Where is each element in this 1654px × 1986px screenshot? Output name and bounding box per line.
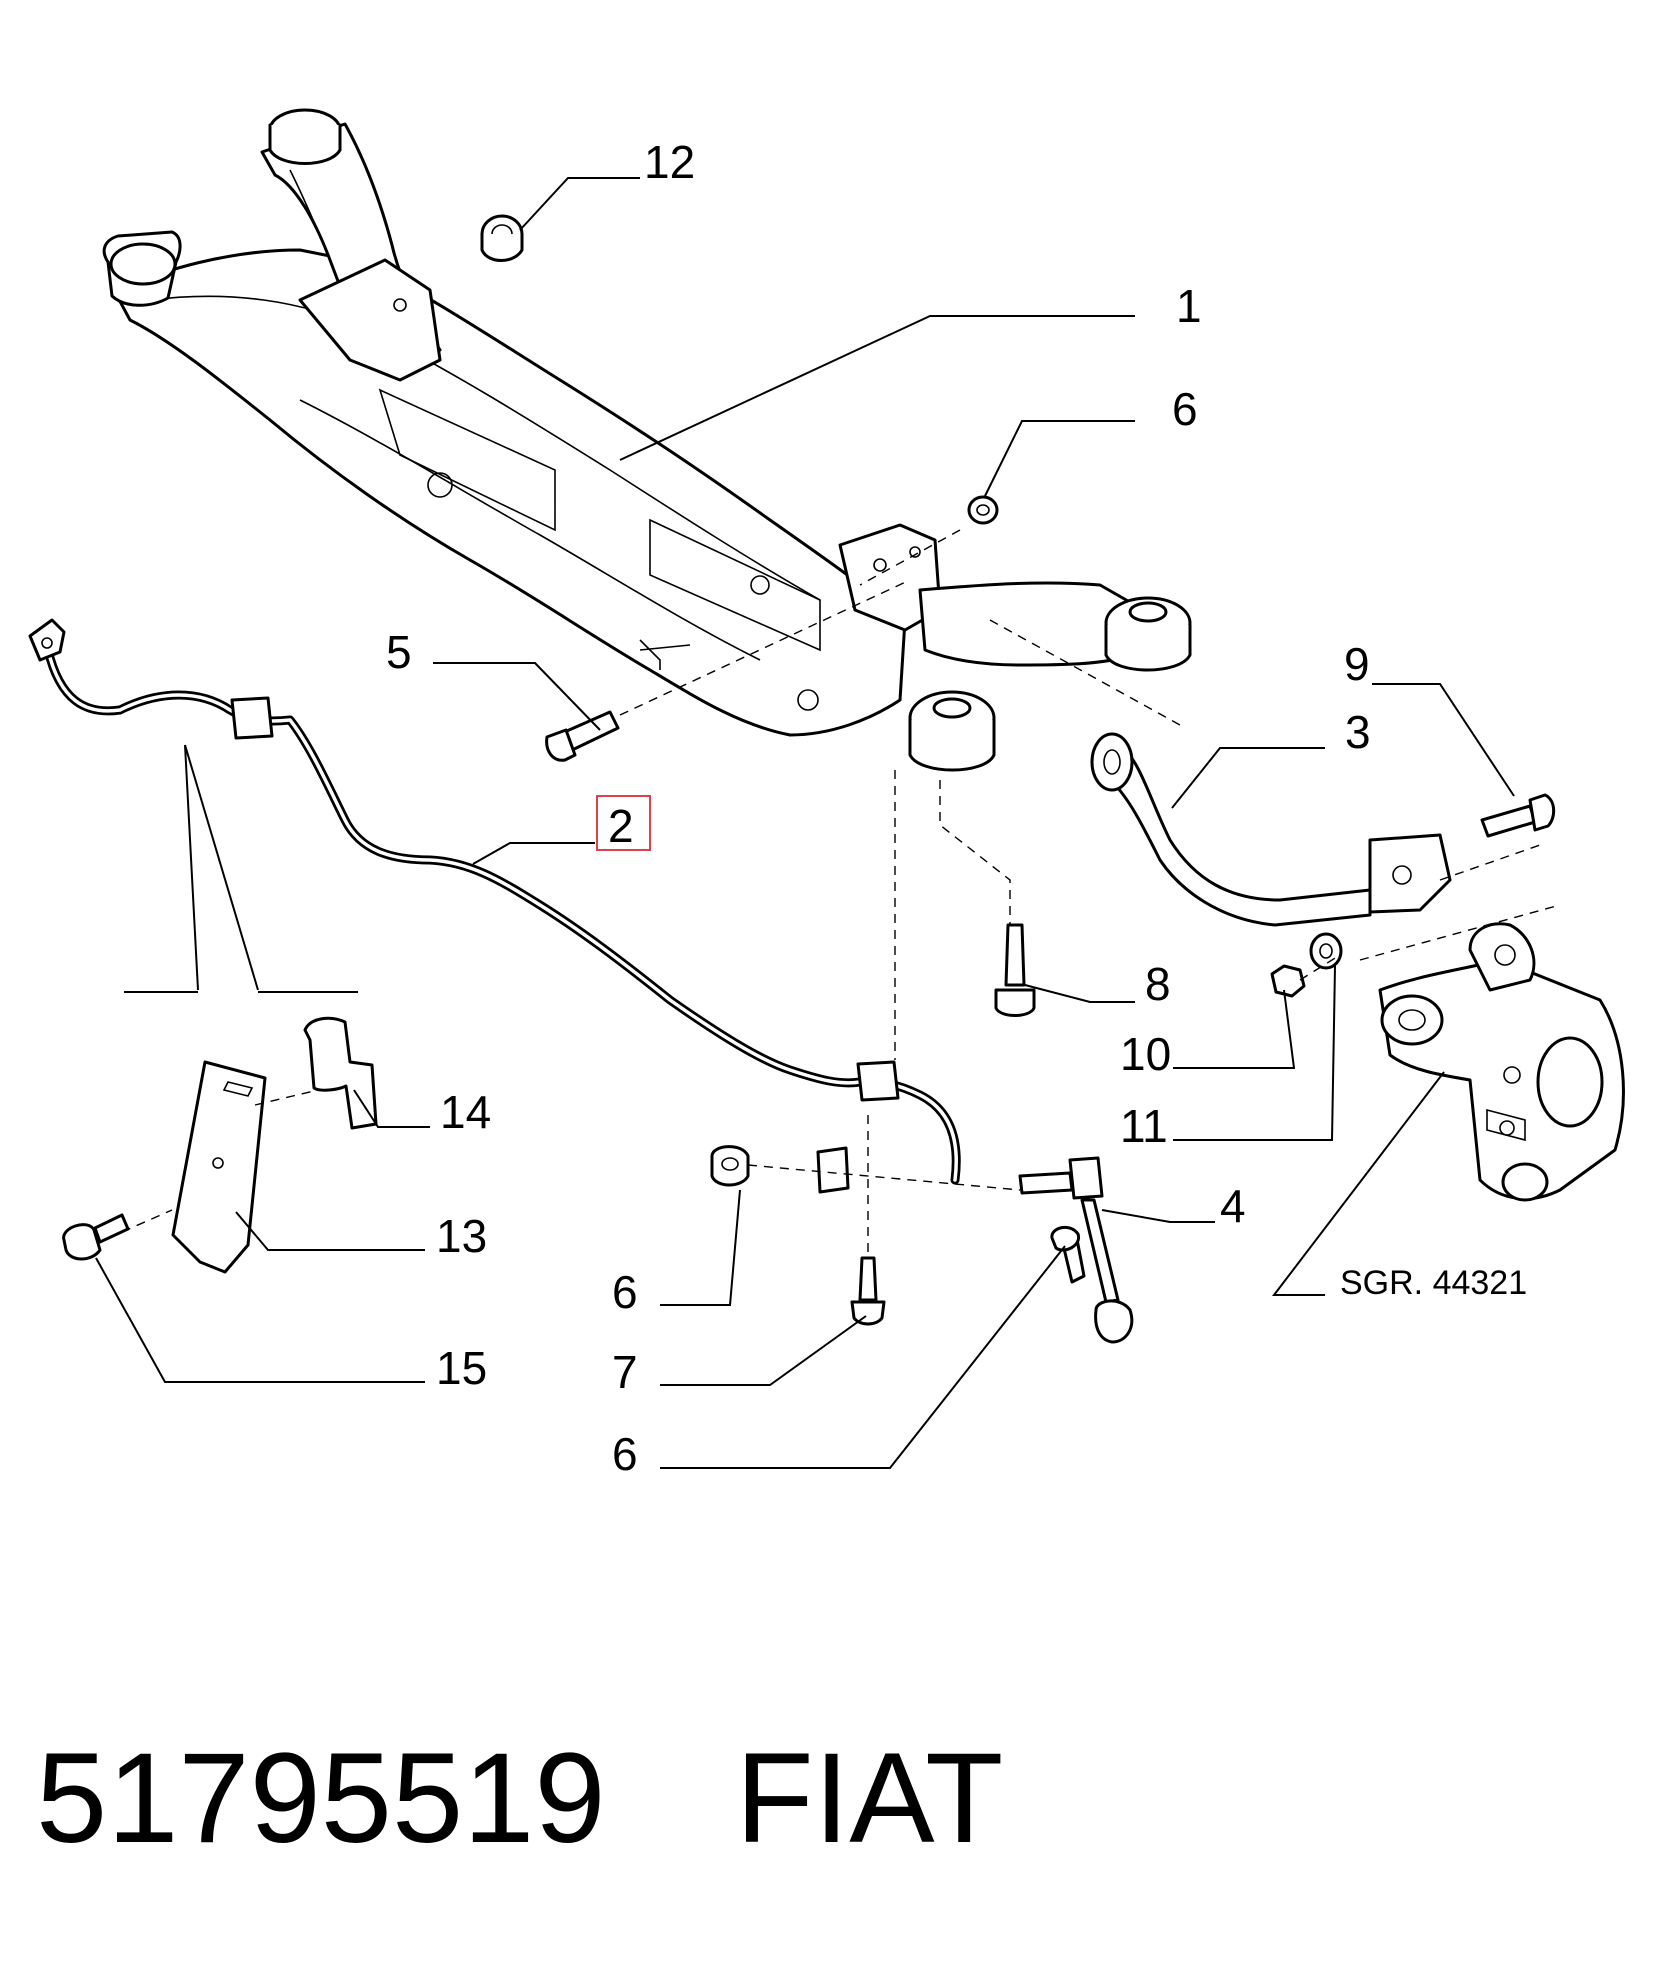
callout-6-lower: 6 [612,1428,638,1480]
callout-3: 3 [1345,706,1371,758]
callout-12: 12 [644,136,695,188]
part-3-control-arm [1090,732,1452,927]
part-11-washer [1309,932,1343,970]
part-14-clamp-bracket [303,1016,378,1130]
callout-labels: 12 1 6 5 9 3 2 8 10 11 14 13 4 6 15 7 6 … [386,136,1527,1480]
part-4-stabilizer-link [1018,1156,1134,1344]
callout-1: 1 [1176,280,1202,332]
highlight-box-2 [596,795,651,851]
callout-6-upper: 6 [1172,383,1198,435]
part-7-screw [850,1256,886,1326]
brand-name: FIAT [735,1727,1004,1870]
part-15-bolt [62,1213,130,1261]
rear-subframe [102,108,1192,772]
part-number: 51795519 [36,1727,606,1870]
leader-lines [95,177,1515,1469]
callout-4: 4 [1220,1180,1246,1232]
callout-7: 7 [612,1346,638,1398]
callout-11: 11 [1120,1100,1168,1152]
callout-5: 5 [386,626,412,678]
part-12-bushing-cap [480,214,524,262]
assembly-lines [121,529,1561,1258]
part-2-stabilizer-bar [28,618,961,1194]
callout-10: 10 [1120,1028,1171,1080]
symmetry-mark [124,744,358,993]
part-13-bracket-plate [171,1060,267,1274]
reference-label: SGR. 44321 [1340,1264,1527,1302]
callout-14: 14 [440,1086,491,1138]
callout-13: 13 [436,1210,487,1262]
callout-15: 15 [436,1342,487,1394]
callout-8: 8 [1145,958,1171,1010]
callout-2: 2 [608,800,634,852]
part-10-nut [1270,964,1306,998]
wheel-knuckle [1378,922,1625,1202]
part-8-bolt [994,923,1036,1017]
callout-9: 9 [1344,638,1370,690]
callout-6-middle: 6 [612,1266,638,1318]
part-6-nut-upper [967,495,999,525]
part-5-bolt [545,710,620,762]
part-6-nut-lower-left [710,1145,750,1187]
part-9-bolt [1480,793,1556,838]
